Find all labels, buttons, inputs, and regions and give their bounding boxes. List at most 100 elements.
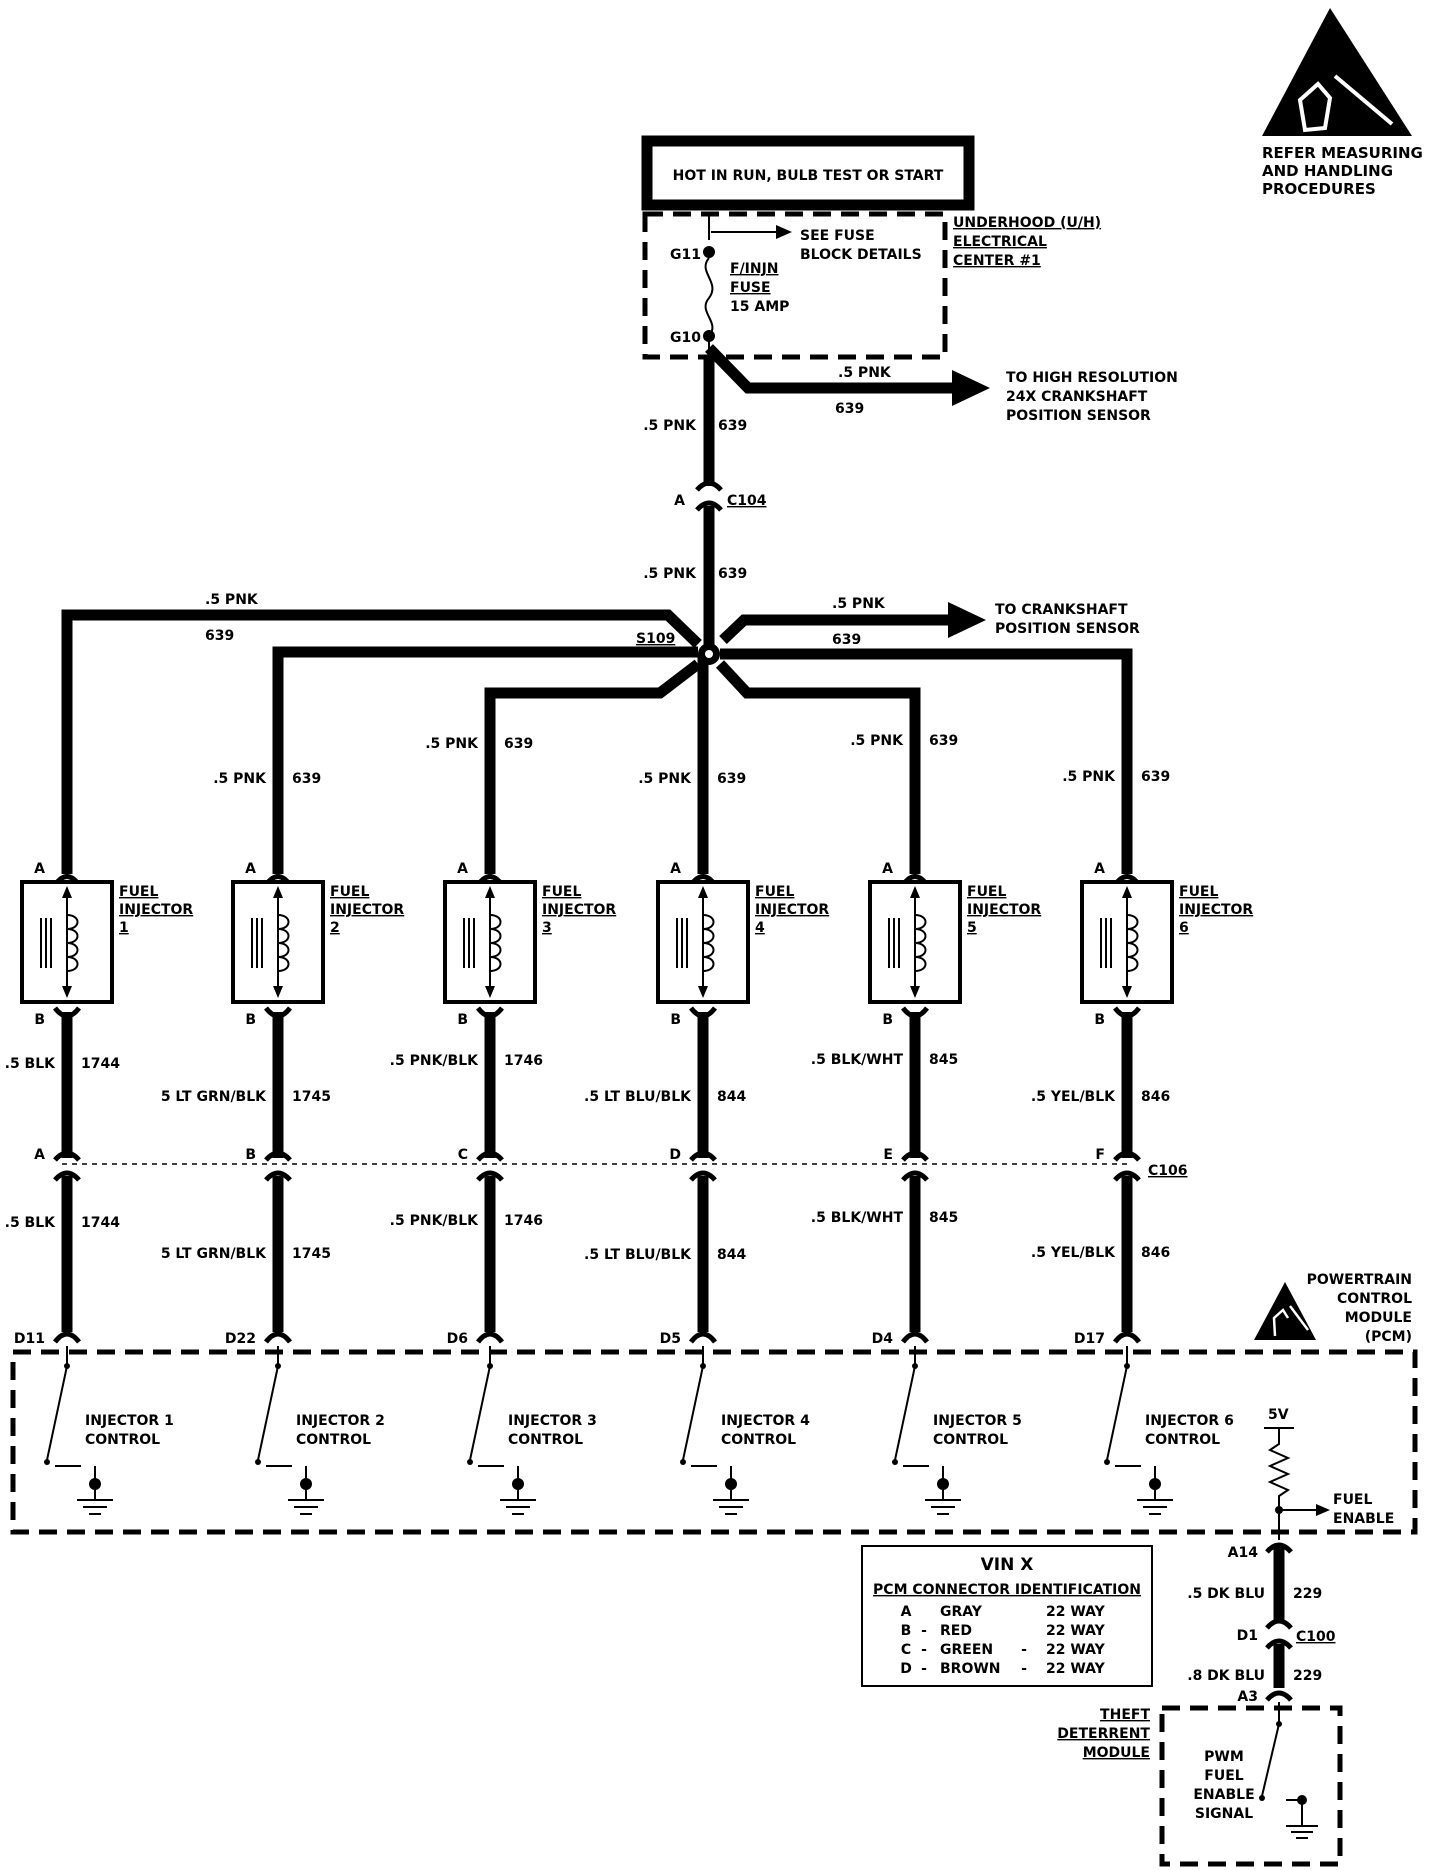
- ckp-circuit-label: 639: [832, 632, 861, 648]
- injector-4-pcm-terminal-icon: [689, 1331, 717, 1344]
- injector-3-c106-pin-label: C: [458, 1147, 468, 1163]
- injector-6-ctrl-circuit-label-1: 846: [1141, 1089, 1170, 1105]
- injector-4-switch-blade: [682, 1365, 704, 1461]
- injector-2-pin-b-label: B: [245, 1012, 256, 1028]
- injector-3-pcm-terminal-icon: [476, 1331, 504, 1344]
- fuse-center-label-3: CENTER #1: [953, 253, 1041, 269]
- injector-2-ctrl-circuit-label-2: 1745: [292, 1246, 331, 1262]
- injector-5-arrow-down-icon: [910, 986, 920, 998]
- injector-4-ctrl-wire-label-1: .5 LT BLU/BLK: [584, 1089, 692, 1105]
- injector-2-pin-a-label: A: [245, 861, 256, 877]
- injector-4-pcm-pin-label: D5: [660, 1331, 681, 1347]
- injector-5-ctrl-circuit-label-2: 845: [929, 1210, 958, 1226]
- fuel-enable-arrow-icon: [1316, 1504, 1330, 1516]
- feed-circuit-label-upper: 639: [718, 418, 747, 434]
- ckp-wire-label: .5 PNK: [832, 596, 886, 612]
- pcm-id-row-3-color: GREEN: [940, 1642, 993, 1658]
- ckp24-wire-label: .5 PNK: [838, 365, 892, 381]
- theft-signal-label-2: FUEL: [1204, 1768, 1243, 1784]
- injector-1-ctrl-circuit-label-1: 1744: [81, 1056, 120, 1072]
- injector-1-control-label-2: CONTROL: [85, 1432, 160, 1448]
- injector-4-c106-icon: [689, 1150, 717, 1182]
- injector-4-arrow-down-icon: [698, 986, 708, 998]
- splice-branch-wire-label: .5 PNK: [205, 592, 259, 608]
- fuse-details-label-1: SEE FUSE: [800, 228, 875, 244]
- injector-2-arrow-down-icon: [273, 986, 283, 998]
- main-feed: .5 PNK 639 TO HIGH RESOLUTION 24X CRANKS…: [205, 340, 1178, 654]
- injector-6-pcm-pin-label: D17: [1074, 1331, 1105, 1347]
- pcm-id-row-3-pin: C: [901, 1642, 911, 1658]
- fuse-details-label-2: BLOCK DETAILS: [800, 247, 922, 263]
- feed-wire-label-upper: .5 PNK: [643, 418, 697, 434]
- injector-1-ctrl-circuit-label-2: 1744: [81, 1215, 120, 1231]
- injector-3-control-label-1: INJECTOR 3: [508, 1413, 597, 1429]
- injector-2-pcm-terminal-icon: [264, 1331, 292, 1344]
- power-source: HOT IN RUN, BULB TEST OR START: [641, 135, 975, 211]
- injector-2-ground-icon: [288, 1499, 324, 1515]
- injector-2-label-1: FUEL: [330, 884, 369, 900]
- injector-3-arrow-up-icon: [485, 886, 495, 898]
- esd-warning: REFER MEASURING AND HANDLING PROCEDURES: [1262, 8, 1423, 198]
- injector-3-supply-circuit-label: 639: [504, 736, 533, 752]
- pcm-id-row-3-sep2: -: [1021, 1642, 1027, 1658]
- fuse-element-icon: [704, 257, 714, 337]
- injector-6-number: 6: [1179, 920, 1189, 936]
- splice-branch-wires: [61, 609, 1133, 874]
- injector-5-pin-b-label: B: [882, 1012, 893, 1028]
- ckp-label-2: POSITION SENSOR: [995, 621, 1140, 637]
- splice-s109: [698, 643, 720, 665]
- injector-5-pin-a-label: A: [882, 861, 893, 877]
- pcm-label-1: POWERTRAIN: [1307, 1272, 1412, 1288]
- c100-connector-icon: [1265, 1618, 1293, 1650]
- branch-wire-2: [272, 646, 698, 874]
- injector-3-pin-a-label: A: [457, 861, 468, 877]
- injector-5-arrow-up-icon: [910, 886, 920, 898]
- pcm-label-2: CONTROL: [1337, 1291, 1412, 1307]
- injector-1-ctrl-wire-label-2: .5 BLK: [5, 1215, 57, 1231]
- injector-5-supply-wire-label: .5 PNK: [850, 733, 904, 749]
- a3-pin-label: A3: [1237, 1689, 1258, 1705]
- c104-label: C104: [727, 493, 767, 509]
- power-source-label: HOT IN RUN, BULB TEST OR START: [673, 168, 944, 184]
- pcm-id-row-4-sep2: -: [1021, 1661, 1027, 1677]
- injector-5-supply-circuit-label: 639: [929, 733, 958, 749]
- injector-4-label-1: FUEL: [755, 884, 794, 900]
- injector-6-c106-icon: [1113, 1150, 1141, 1182]
- injector-4-coil-icon: [702, 914, 715, 972]
- injector-2-label-2: INJECTOR: [330, 902, 404, 918]
- ckp-arrow-icon: [948, 602, 986, 638]
- pcm-id-title: VIN X: [981, 1555, 1034, 1575]
- injector-6-ctrl-wire-label-1: .5 YEL/BLK: [1031, 1089, 1116, 1105]
- pcm-id-row-4-pin: D: [900, 1661, 912, 1677]
- injector-2-supply-circuit-label: 639: [292, 771, 321, 787]
- splice-label: S109: [636, 631, 675, 647]
- injector-3-label-2: INJECTOR: [542, 902, 616, 918]
- injector-6-arrow-up-icon: [1122, 886, 1132, 898]
- a14-connector-icon: [1265, 1542, 1293, 1554]
- fuse-block: G11 G10 SEE FUSE BLOCK DETAILS F/INJN FU…: [642, 211, 1101, 360]
- injector-6-supply-wire-label: .5 PNK: [1062, 769, 1116, 785]
- splice-branch-circuit-label: 639: [205, 628, 234, 644]
- injector-1-pcm-terminal-icon: [53, 1331, 81, 1344]
- c104-connector-icon: [695, 480, 723, 512]
- injector-1-pin-b-label: B: [34, 1012, 45, 1028]
- injector-2-ctrl-wire-label-2: 5 LT GRN/BLK: [161, 1246, 267, 1262]
- theft-switch-bottom: [1259, 1795, 1265, 1801]
- injector-6-switch-bottom: [1104, 1459, 1110, 1465]
- ckp-branch-wire: [719, 614, 952, 644]
- esd-warning-icon: [1262, 8, 1412, 136]
- injector-6-control-label-1: INJECTOR 6: [1145, 1413, 1234, 1429]
- pcm-id-row-4-color: BROWN: [940, 1661, 1001, 1677]
- ckp24-label-3: POSITION SENSOR: [1006, 408, 1151, 424]
- c104-pin-label: A: [674, 493, 685, 509]
- theft-deterrent-module: THEFT DETERRENT MODULE PWM FUEL ENABLE S…: [1057, 1702, 1343, 1867]
- injector-1-ground-icon: [77, 1499, 113, 1515]
- injector-2-number: 2: [330, 920, 340, 936]
- injector-1-number: 1: [119, 920, 129, 936]
- a3-connector-icon: [1265, 1690, 1293, 1702]
- fuse-terminal-g10-label: G10: [670, 330, 701, 346]
